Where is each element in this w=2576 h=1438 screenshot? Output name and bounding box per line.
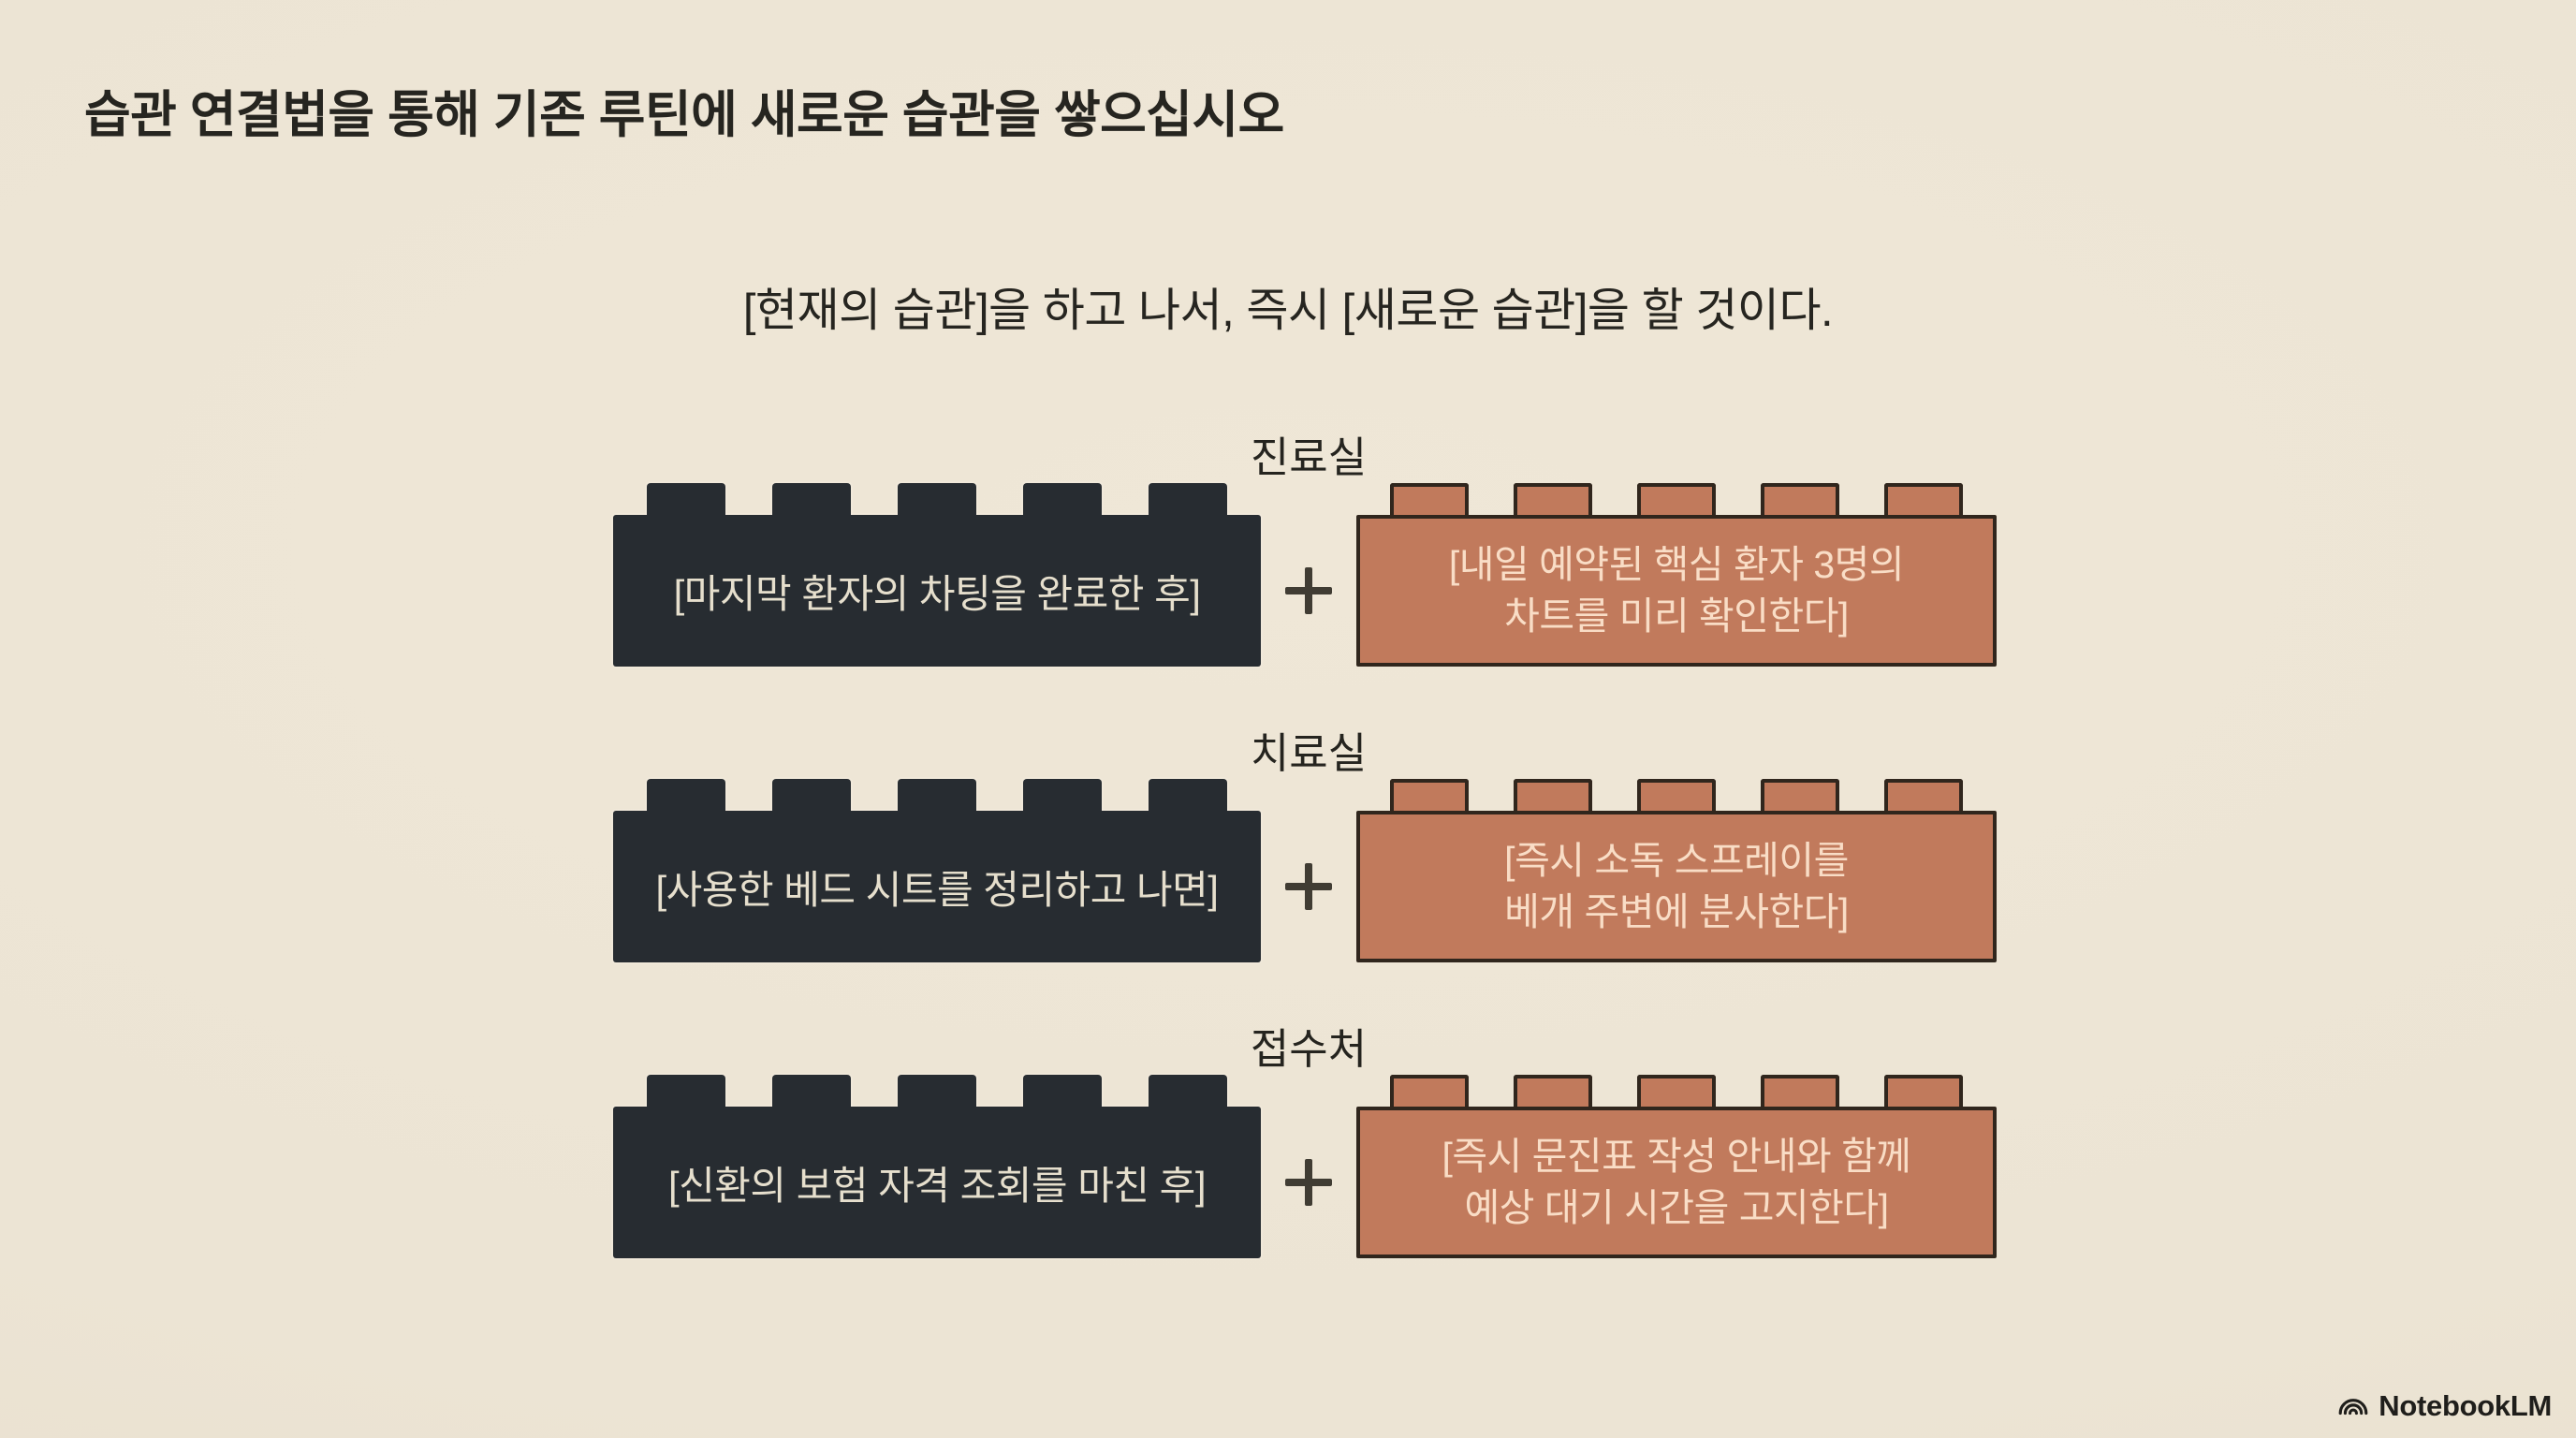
brick-studs bbox=[613, 1075, 1261, 1107]
plus-icon bbox=[1285, 863, 1332, 910]
new-habit-text-line: 차트를 미리 확인한다] bbox=[1504, 594, 1849, 638]
brick-stud bbox=[1023, 779, 1102, 811]
brick-stud bbox=[1637, 1075, 1716, 1107]
new-habit-text-line: [즉시 문진표 작성 안내와 함께 bbox=[1442, 1134, 1911, 1178]
row-label: 진료실 bbox=[1250, 433, 1368, 481]
brick-stud bbox=[1637, 779, 1716, 811]
page-title: 습관 연결법을 통해 기존 루틴에 새로운 습관을 쌓으십시오 bbox=[84, 87, 1284, 143]
notebooklm-arcs-icon bbox=[2336, 1389, 2370, 1423]
row-label: 치료실 bbox=[1250, 729, 1368, 777]
brick-stud bbox=[1761, 483, 1839, 515]
brick-stud bbox=[898, 1075, 976, 1107]
brick-stud bbox=[647, 483, 725, 515]
plus-cell bbox=[1261, 1075, 1356, 1258]
habit-rows: 진료실 [마지막 환자의 차팅을 완료한 후] [내일 예약된 핵심 환자 3명… bbox=[613, 423, 1997, 1258]
current-habit-brick: [사용한 베드 시트를 정리하고 나면] bbox=[613, 779, 1261, 962]
brick-stud bbox=[1023, 1075, 1102, 1107]
brick-stud bbox=[1149, 483, 1227, 515]
brick-studs bbox=[1356, 483, 1997, 515]
habit-formula-text: [현재의 습관]을 하고 나서, 즉시 [새로운 습관]을 할 것이다. bbox=[742, 286, 1834, 336]
current-habit-text: [사용한 베드 시트를 정리하고 나면] bbox=[655, 867, 1219, 912]
current-habit-brick: [마지막 환자의 차팅을 완료한 후] bbox=[613, 483, 1261, 667]
brick-studs bbox=[1356, 779, 1997, 811]
plus-icon bbox=[1285, 1159, 1332, 1206]
brick-stud bbox=[1884, 779, 1963, 811]
brick-body: [신환의 보험 자격 조회를 마친 후] bbox=[613, 1107, 1261, 1258]
new-habit-text-line: 예상 대기 시간을 고지한다] bbox=[1464, 1186, 1889, 1229]
current-habit-text: [신환의 보험 자격 조회를 마친 후] bbox=[667, 1163, 1207, 1208]
brick-stud bbox=[1761, 1075, 1839, 1107]
current-habit-text: [마지막 환자의 차팅을 완료한 후] bbox=[673, 571, 1201, 616]
habit-row-consult-room: 진료실 [마지막 환자의 차팅을 완료한 후] [내일 예약된 핵심 환자 3명… bbox=[613, 423, 1997, 667]
plus-cell bbox=[1261, 483, 1356, 667]
brick-stud bbox=[1761, 779, 1839, 811]
notebooklm-logo-text: NotebookLM bbox=[2378, 1389, 2552, 1422]
brick-stud bbox=[1149, 779, 1227, 811]
new-habit-text-line: [즉시 소독 스프레이를 bbox=[1504, 838, 1849, 882]
brick-stud bbox=[1884, 1075, 1963, 1107]
brick-stud bbox=[647, 779, 725, 811]
brick-stud bbox=[1514, 779, 1592, 811]
brick-stud bbox=[1390, 483, 1469, 515]
brick-stud bbox=[1637, 483, 1716, 515]
brick-stud bbox=[1149, 1075, 1227, 1107]
brick-stud bbox=[1514, 483, 1592, 515]
current-habit-brick: [신환의 보험 자격 조회를 마친 후] bbox=[613, 1075, 1261, 1258]
brick-stud bbox=[647, 1075, 725, 1107]
new-habit-text-line: 베개 주변에 분사한다] bbox=[1504, 890, 1849, 933]
brick-body: [마지막 환자의 차팅을 완료한 후] bbox=[613, 515, 1261, 667]
brick-stud bbox=[772, 483, 851, 515]
plus-cell bbox=[1261, 779, 1356, 962]
brick-stud bbox=[1023, 483, 1102, 515]
brick-studs bbox=[613, 483, 1261, 515]
brick-stud bbox=[1884, 483, 1963, 515]
brick-body: [사용한 베드 시트를 정리하고 나면] bbox=[613, 811, 1261, 962]
brick-studs bbox=[613, 779, 1261, 811]
notebooklm-watermark: NotebookLM bbox=[2336, 1389, 2552, 1423]
brick-stud bbox=[898, 483, 976, 515]
brick-stud bbox=[1390, 1075, 1469, 1107]
row-label: 접수처 bbox=[1250, 1025, 1368, 1073]
brick-stud bbox=[898, 779, 976, 811]
brick-stud bbox=[1390, 779, 1469, 811]
plus-icon bbox=[1285, 567, 1332, 614]
brick-stud bbox=[772, 1075, 851, 1107]
brick-stud bbox=[1514, 1075, 1592, 1107]
brick-studs bbox=[1356, 1075, 1997, 1107]
habit-row-reception: 접수처 [신환의 보험 자격 조회를 마친 후] [즉시 문진표 작성 안내와 … bbox=[613, 1015, 1997, 1258]
new-habit-text-line: [내일 예약된 핵심 환자 3명의 bbox=[1448, 542, 1905, 586]
brick-stud bbox=[772, 779, 851, 811]
